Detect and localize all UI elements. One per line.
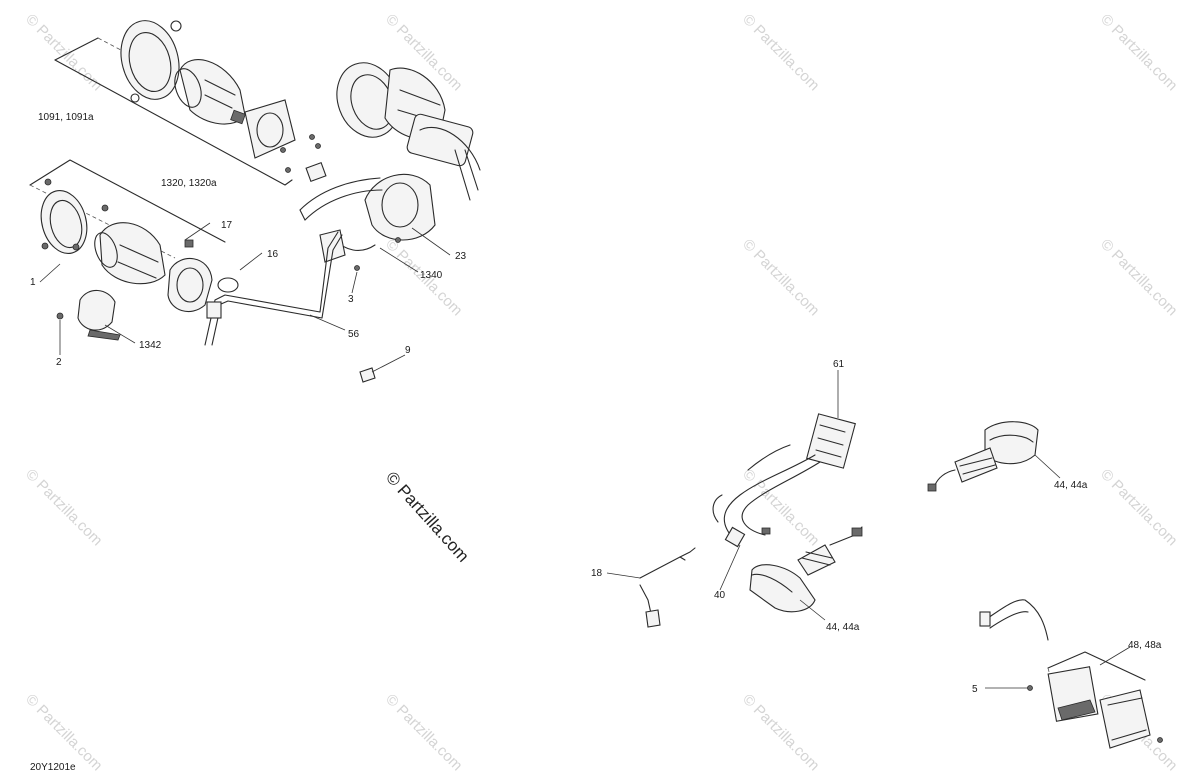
headlamp-assembly-1091 [54,20,296,186]
bracket-56 [204,231,343,346]
callout-23: 23 [455,251,467,262]
license-lamp-48 [979,599,1163,749]
watermark: © Partzilla.com [739,466,822,549]
diagram-code: 20Y1201e [30,762,76,773]
callout-1342: 1342 [139,340,162,351]
turn-signal-lower [749,526,863,613]
callout-40: 40 [714,590,726,601]
leader-lines [39,222,1131,689]
callout-1091: 1091, 1091a [38,112,94,123]
callout-17: 17 [221,220,233,231]
callout-1340: 1340 [420,270,443,281]
watermark: © Partzilla.com [22,11,105,94]
callout-56: 56 [348,329,360,340]
bracket-18 [639,547,696,628]
callout-9: 9 [405,345,411,356]
clip-9 [359,367,376,383]
callout-2: 2 [56,357,62,368]
center-watermark: © Partzilla.com [382,468,473,566]
watermark: © Partzilla.com [1097,236,1180,319]
callout-1: 1 [30,277,36,288]
headlamp-bracket-assembly [299,62,481,271]
watermark: © Partzilla.com [739,11,822,94]
watermark: © Partzilla.com [1097,466,1180,549]
callout-16: 16 [267,249,279,260]
callout-3: 3 [348,294,354,305]
headlamp-assembly-1320 [29,159,239,341]
watermark: © Partzilla.com [382,691,465,774]
callout-48: 48, 48a [1128,640,1162,651]
callout-61: 61 [833,359,845,370]
callout-18: 18 [591,568,603,579]
watermark-layer: © Partzilla.com © Partzilla.com © Partzi… [22,11,1180,774]
callout-labels: 1091, 1091a 1320, 1320a 17 16 1 2 1342 3… [30,112,1162,773]
watermark: © Partzilla.com [22,466,105,549]
wiring-harness [712,413,856,548]
watermark: © Partzilla.com [739,236,822,319]
callout-5: 5 [972,684,978,695]
watermark: © Partzilla.com [1097,11,1180,94]
watermark: © Partzilla.com [739,691,822,774]
callout-44-lower: 44, 44a [826,622,860,633]
callout-44-upper: 44, 44a [1054,480,1088,491]
callout-1320: 1320, 1320a [161,178,217,189]
turn-signal-upper [927,421,1039,492]
